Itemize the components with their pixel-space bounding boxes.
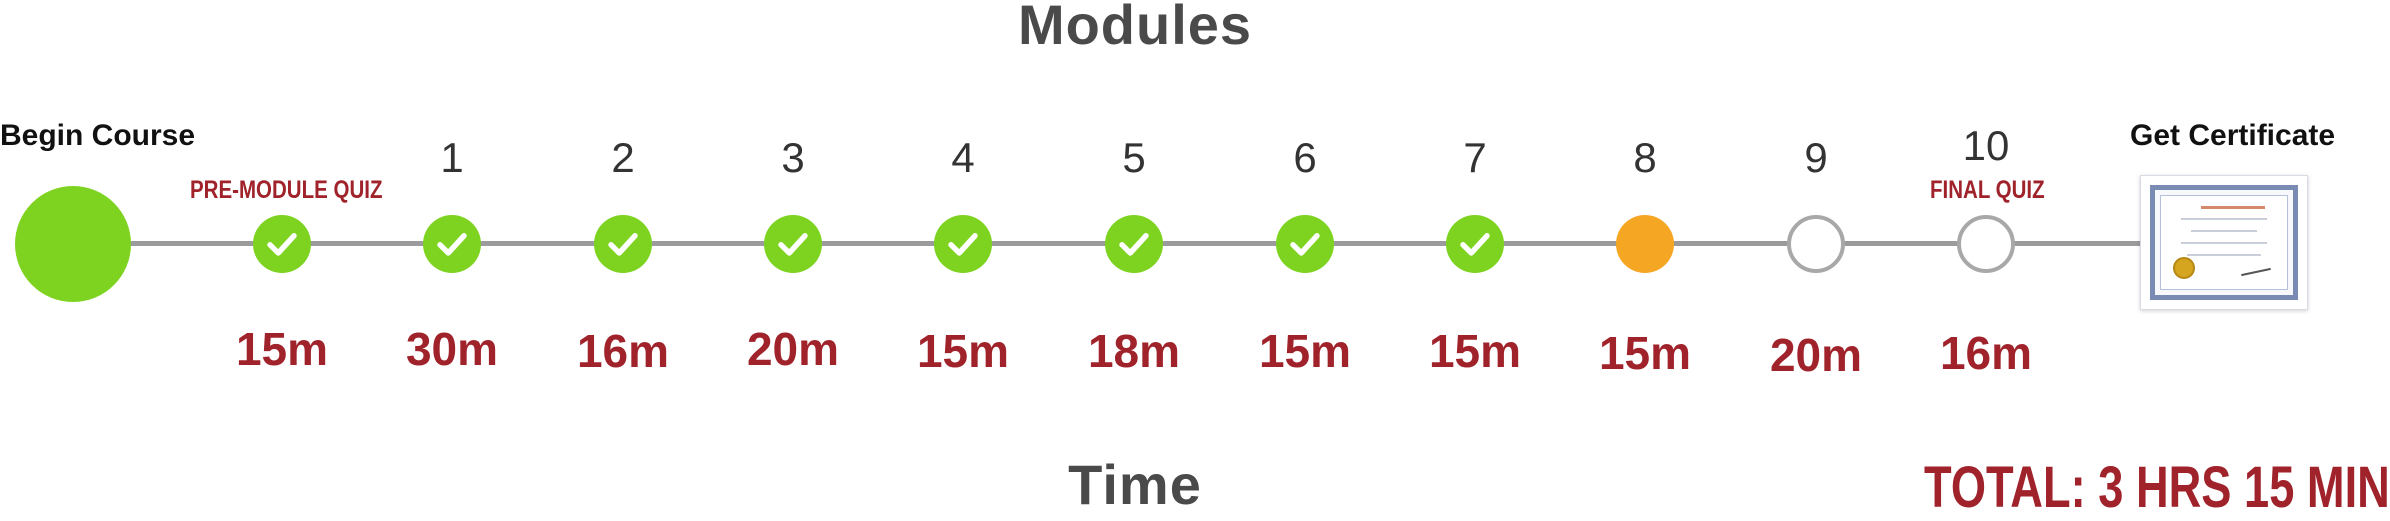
- module-node-1-done: [423, 215, 481, 273]
- modules-title: Modules: [1017, 0, 1253, 56]
- module-number-5: 5: [1122, 134, 1146, 181]
- module-node-pre-quiz-done: [253, 215, 311, 273]
- duration-label: 15m: [235, 323, 329, 375]
- checkmark-icon: [264, 226, 300, 262]
- module-number-2: 2: [611, 134, 635, 181]
- duration-label: 16m: [576, 325, 670, 377]
- begin-course-node: [15, 186, 131, 302]
- module-number-4: 4: [951, 134, 975, 181]
- module-node-8-current: [1616, 215, 1674, 273]
- checkmark-icon: [1457, 226, 1493, 262]
- module-node-5-done: [1105, 215, 1163, 273]
- module-node-3-done: [764, 215, 822, 273]
- duration-label: 30m: [405, 323, 499, 375]
- module-node-6-done: [1276, 215, 1334, 273]
- checkmark-icon: [1116, 226, 1152, 262]
- checkmark-icon: [434, 226, 470, 262]
- checkmark-icon: [605, 226, 641, 262]
- begin-course-label: Begin Course: [0, 119, 196, 152]
- module-number-9: 9: [1804, 134, 1828, 181]
- checkmark-icon: [945, 226, 981, 262]
- checkmark-icon: [775, 226, 811, 262]
- module-number-10: 10: [1962, 122, 2010, 169]
- module-number-6: 6: [1293, 134, 1317, 181]
- duration-label: 20m: [1769, 329, 1863, 381]
- module-number-3: 3: [781, 134, 805, 181]
- duration-label: 15m: [1428, 325, 1522, 377]
- module-number-8: 8: [1633, 134, 1657, 181]
- certificate-icon: [2140, 175, 2308, 310]
- module-node-10-pending: [1957, 215, 2015, 273]
- module-node-7-done: [1446, 215, 1504, 273]
- duration-label: 16m: [1939, 327, 2033, 379]
- module-node-9-pending: [1787, 215, 1845, 273]
- module-node-4-done: [934, 215, 992, 273]
- final-quiz-label: FINAL QUIZ: [1930, 176, 2045, 204]
- duration-label: 15m: [1258, 325, 1352, 377]
- duration-label: 15m: [916, 325, 1010, 377]
- module-number-1: 1: [440, 134, 464, 181]
- duration-label: 18m: [1087, 325, 1181, 377]
- duration-label: 20m: [746, 323, 840, 375]
- module-node-2-done: [594, 215, 652, 273]
- module-number-7: 7: [1463, 134, 1487, 181]
- pre-module-quiz-label: PRE-MODULE QUIZ: [190, 176, 383, 204]
- checkmark-icon: [1287, 226, 1323, 262]
- total-duration-label: TOTAL: 3 HRS 15 MIN: [1924, 455, 2390, 520]
- get-certificate-label: Get Certificate: [2130, 119, 2336, 152]
- time-title: Time: [1068, 453, 1202, 516]
- duration-label: 15m: [1598, 327, 1692, 379]
